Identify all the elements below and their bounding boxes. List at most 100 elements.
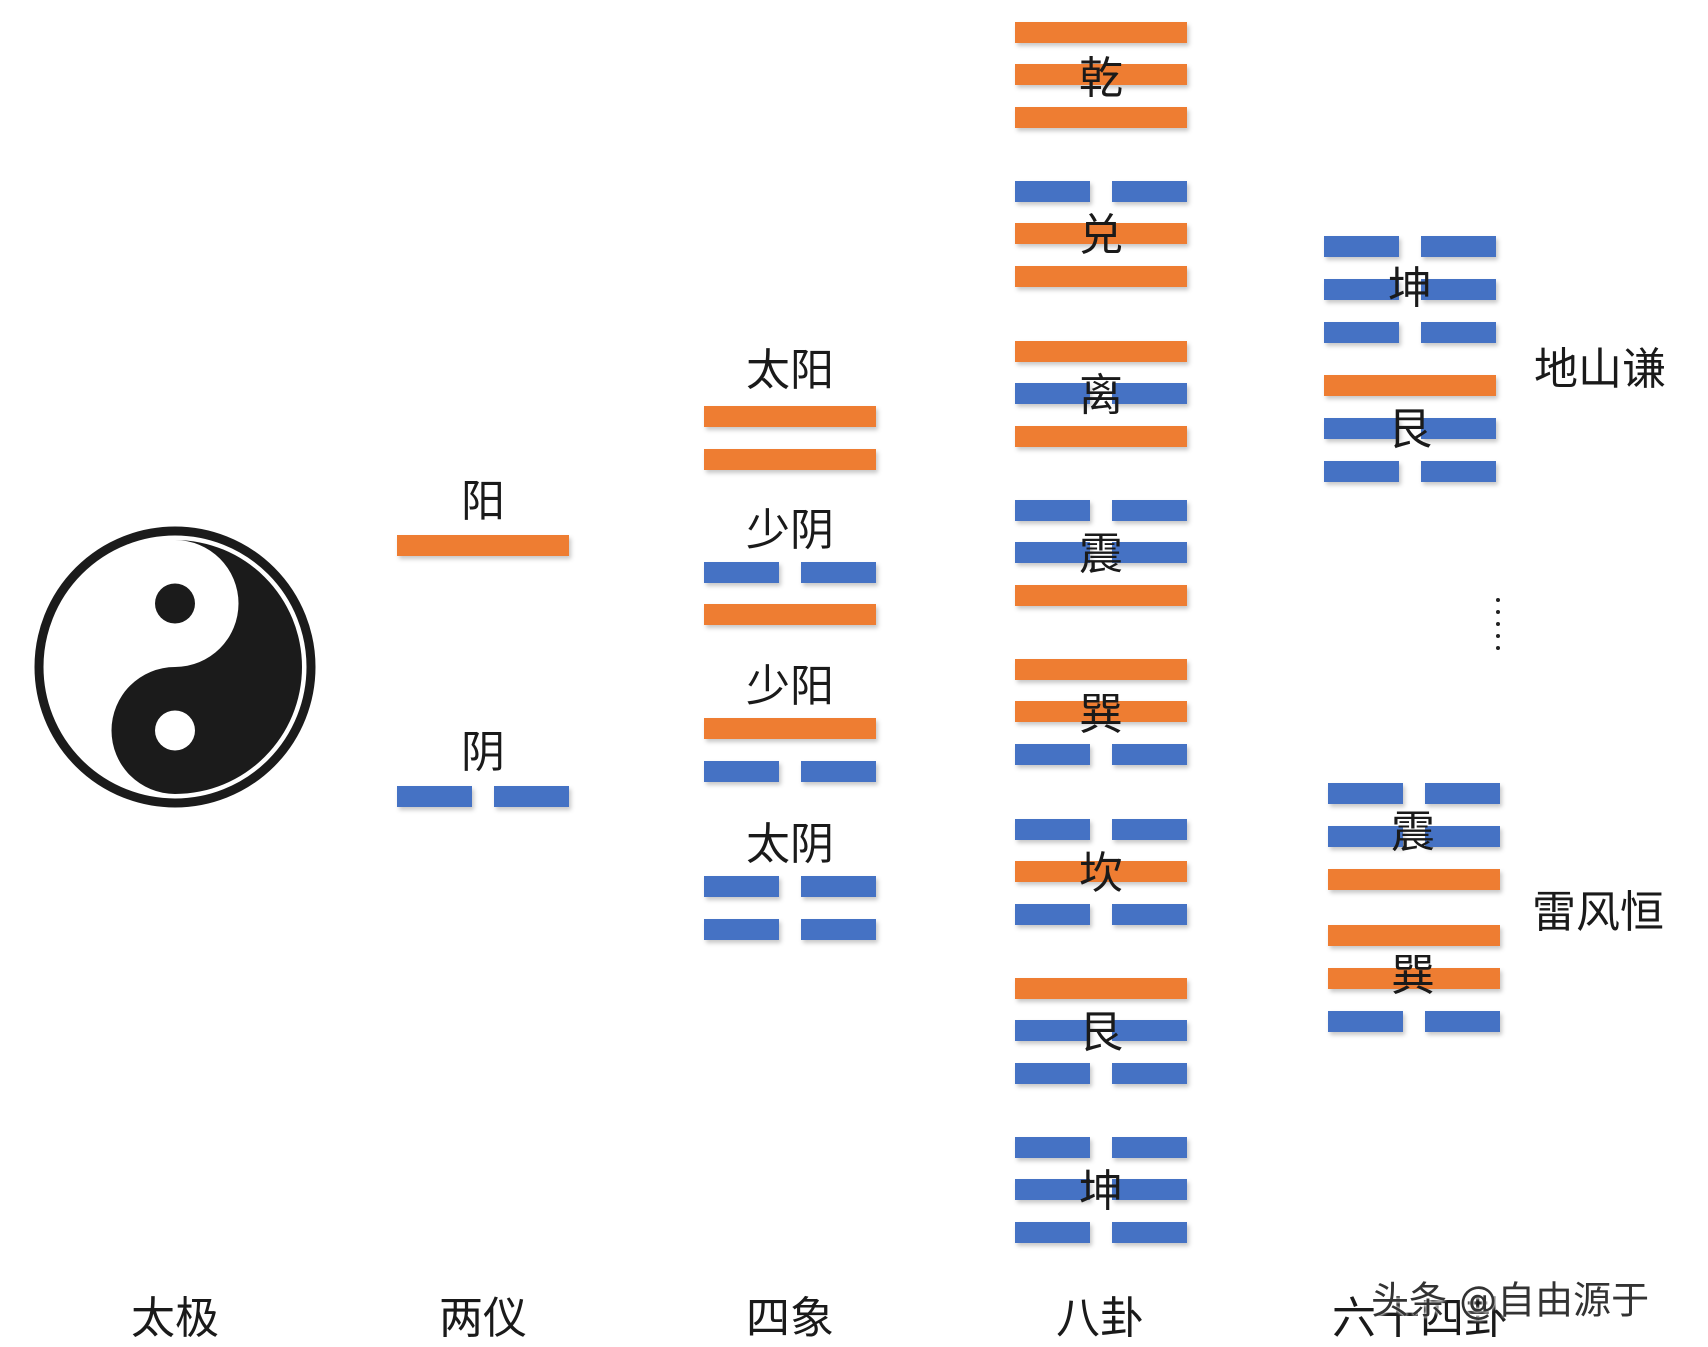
label-bagua: 八卦 bbox=[1056, 1293, 1144, 1344]
bagua-5-line-3-yin-right bbox=[1112, 744, 1187, 765]
hexagram-2-lower-line-3-yin-right bbox=[1425, 1011, 1500, 1032]
bagua-5-line-2-yang bbox=[1015, 701, 1187, 722]
bagua-7-line-3-yin-left bbox=[1015, 1063, 1090, 1084]
hexagram-2-lower-line-2-yang bbox=[1328, 968, 1500, 989]
bagua-7-line-2-yin-right bbox=[1112, 1020, 1187, 1041]
sixiang-2-line-1-yin-left bbox=[704, 562, 779, 583]
sixiang-name-taiyin: 太阴 bbox=[746, 819, 834, 870]
hexagram-1-lower-line-3-yin-left bbox=[1324, 461, 1399, 482]
sixiang-4-line-2-yin-left bbox=[704, 919, 779, 940]
taiji-ring bbox=[34, 526, 316, 808]
bagua-4-line-2-yin-right bbox=[1112, 542, 1187, 563]
bagua-4-line-3-yang bbox=[1015, 585, 1187, 606]
label-sixiang: 四象 bbox=[746, 1293, 834, 1344]
label-liushisi: 六十四卦 bbox=[1332, 1293, 1508, 1344]
bagua-4-line-1-yin-left bbox=[1015, 500, 1090, 521]
hexagram-2-upper-line-1-yin-left bbox=[1328, 783, 1403, 804]
bagua-6-line-3-yin-left bbox=[1015, 904, 1090, 925]
sixiang-2-line-1-yin-right bbox=[801, 562, 876, 583]
sixiang-4-line-1-yin-right bbox=[801, 876, 876, 897]
sixiang-3-line-2-yin-left bbox=[704, 761, 779, 782]
sixiang-3-line-2-yin-right bbox=[801, 761, 876, 782]
hexagram-2-upper-line-2-yin-left bbox=[1328, 826, 1403, 847]
sixiang-1-line-2-yang bbox=[704, 449, 876, 470]
hexagram-2-lower-line-1-yang bbox=[1328, 925, 1500, 946]
bagua-3-line-2-yin-left bbox=[1015, 383, 1090, 404]
sixiang-4-line-1-yin-left bbox=[704, 876, 779, 897]
bagua-6-line-3-yin-right bbox=[1112, 904, 1187, 925]
bagua-name-kan: 坎 bbox=[1079, 848, 1123, 899]
hexagram-1-upper-line-1-yin-left bbox=[1324, 236, 1399, 257]
hexagram-2-lower-line-3-yin-left bbox=[1328, 1011, 1403, 1032]
hexagram-1-upper-line-3-yin-left bbox=[1324, 322, 1399, 343]
sixiang-3-line-1-yang bbox=[704, 718, 876, 739]
hexagram-1-lower-name: 艮 bbox=[1388, 404, 1432, 455]
taiji-dot-black bbox=[155, 583, 195, 624]
taiji-dot-white bbox=[155, 710, 195, 751]
liangyi-yin-line-1-yin-right bbox=[494, 786, 569, 807]
bagua-2-line-3-yang bbox=[1015, 266, 1187, 287]
bagua-name-dui: 兑 bbox=[1079, 210, 1123, 261]
bagua-5-line-3-yin-left bbox=[1015, 744, 1090, 765]
bagua-7-line-1-yang bbox=[1015, 978, 1187, 999]
hexagram-1-lower-line-1-yang bbox=[1324, 375, 1496, 396]
bagua-8-line-1-yin-left bbox=[1015, 1137, 1090, 1158]
liangyi-name-yin: 阴 bbox=[461, 727, 505, 778]
watermark: 头条 @自由源于 bbox=[1371, 1278, 1650, 1323]
liangyi-yin-line-1-yin-left bbox=[397, 786, 472, 807]
bagua-8-line-2-yin-left bbox=[1015, 1179, 1090, 1200]
hexagram-1-lower-line-2-yin-right bbox=[1421, 418, 1496, 439]
bagua-8-line-3-yin-left bbox=[1015, 1222, 1090, 1243]
hexagram-2-upper-line-2-yin-right bbox=[1425, 826, 1500, 847]
hexagram-2-lower-name: 巽 bbox=[1391, 950, 1435, 1001]
bagua-4-line-2-yin-left bbox=[1015, 542, 1090, 563]
trigram-lines bbox=[397, 22, 1500, 1243]
bagua-name-qian: 乾 bbox=[1079, 53, 1123, 104]
sixiang-name-shaoyin: 少阴 bbox=[746, 505, 834, 556]
sixiang-2-line-2-yang bbox=[704, 604, 876, 625]
bagua-3-line-2-yin-right bbox=[1112, 383, 1187, 404]
bagua-name-li: 离 bbox=[1079, 370, 1123, 421]
sixiang-name-shaoyang: 少阳 bbox=[746, 661, 834, 712]
bagua-1-line-1-yang bbox=[1015, 22, 1187, 43]
hexagram-2-upper-line-1-yin-right bbox=[1425, 783, 1500, 804]
bagua-1-line-3-yang bbox=[1015, 107, 1187, 128]
bagua-2-line-1-yin-right bbox=[1112, 181, 1187, 202]
label-liangyi: 两仪 bbox=[439, 1293, 527, 1344]
hexagram-1-upper-line-3-yin-right bbox=[1421, 322, 1496, 343]
bagua-2-line-2-yang bbox=[1015, 223, 1187, 244]
bagua-6-line-1-yin-right bbox=[1112, 819, 1187, 840]
hexagram-1-lower-line-3-yin-right bbox=[1421, 461, 1496, 482]
bagua-7-line-3-yin-right bbox=[1112, 1063, 1187, 1084]
hexagram-2-upper-name: 震 bbox=[1391, 807, 1435, 858]
bagua-5-line-1-yang bbox=[1015, 659, 1187, 680]
bagua-name-gen: 艮 bbox=[1079, 1007, 1123, 1058]
liangyi-name-yang: 阳 bbox=[461, 476, 505, 527]
hexagram-2-name: 雷风恒 bbox=[1532, 887, 1664, 938]
hexagram-2-upper-line-3-yang bbox=[1328, 869, 1500, 890]
hexagram-1-upper-line-1-yin-right bbox=[1421, 236, 1496, 257]
bagua-7-line-2-yin-left bbox=[1015, 1020, 1090, 1041]
bagua-1-line-2-yang bbox=[1015, 64, 1187, 85]
taiji-icon bbox=[34, 526, 316, 808]
bagua-6-line-1-yin-left bbox=[1015, 819, 1090, 840]
hexagram-1-upper-name: 坤 bbox=[1388, 263, 1432, 314]
sixiang-1-line-1-yang bbox=[704, 406, 876, 427]
hexagram-1-upper-line-2-yin-left bbox=[1324, 279, 1399, 300]
label-taiji: 太极 bbox=[131, 1293, 219, 1344]
sixiang-4-line-2-yin-right bbox=[801, 919, 876, 940]
sixiang-name-taiyang: 太阳 bbox=[746, 345, 834, 396]
bagua-3-line-3-yang bbox=[1015, 426, 1187, 447]
bagua-6-line-2-yang bbox=[1015, 861, 1187, 882]
hexagram-1-name: 地山谦 bbox=[1534, 344, 1666, 395]
bagua-8-line-2-yin-right bbox=[1112, 1179, 1187, 1200]
ellipsis-dots bbox=[1496, 598, 1500, 658]
bagua-2-line-1-yin-left bbox=[1015, 181, 1090, 202]
liangyi-yang-line-1-yang bbox=[397, 535, 569, 556]
bagua-4-line-1-yin-right bbox=[1112, 500, 1187, 521]
bagua-8-line-3-yin-right bbox=[1112, 1222, 1187, 1243]
bagua-name-kun: 坤 bbox=[1079, 1166, 1123, 1217]
bagua-3-line-1-yang bbox=[1015, 341, 1187, 362]
bagua-8-line-1-yin-right bbox=[1112, 1137, 1187, 1158]
